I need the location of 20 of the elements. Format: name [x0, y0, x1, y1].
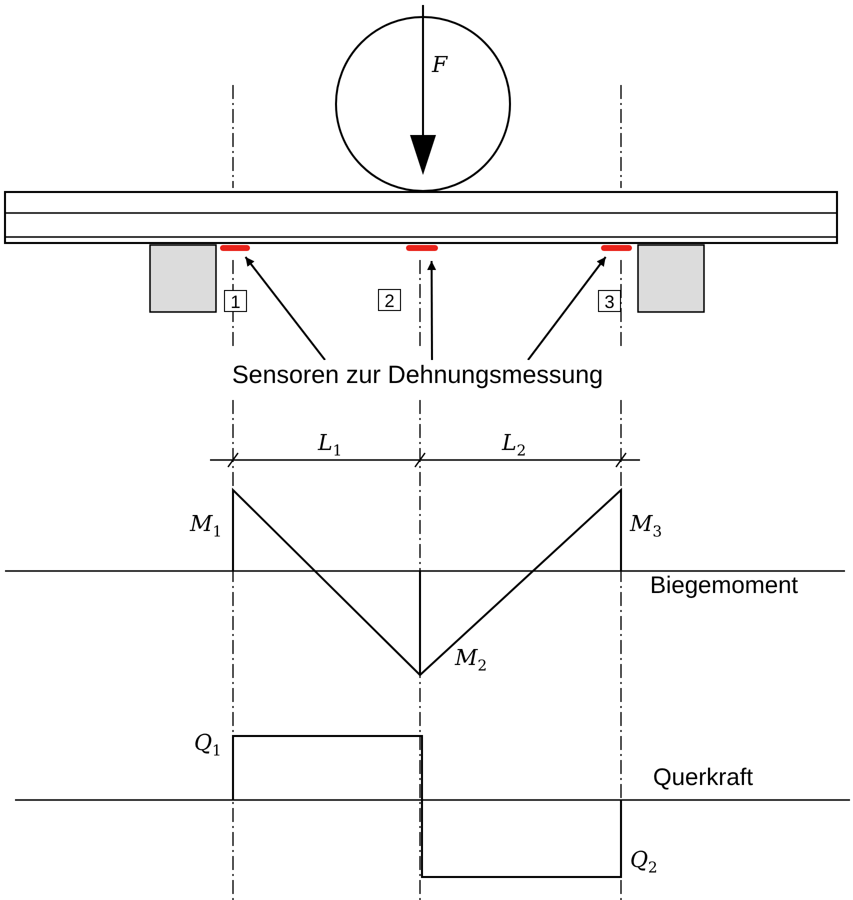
- callout-text: Sensoren zur Dehnungsmessung: [232, 360, 604, 390]
- leader-arrow: [244, 256, 326, 361]
- force-label: F: [432, 55, 448, 77]
- moment-label: M$_{3}$: [630, 514, 662, 540]
- moment-label: M$_{2}$: [455, 648, 488, 674]
- diagram-label: Biegemoment: [650, 574, 798, 598]
- leader-arrow: [527, 256, 606, 361]
- leader-arrow: [427, 261, 436, 360]
- dimension-label: L$_{1}$: [318, 433, 342, 458]
- diagram-label: Querkraft: [653, 766, 754, 790]
- strain-sensor: [406, 245, 438, 251]
- shear-label: Q$_{2}$: [630, 850, 658, 876]
- dimension-label: L$_{2}$: [502, 433, 526, 458]
- callout-number: 3: [598, 290, 621, 312]
- moment-label: M$_{1}$: [190, 514, 222, 540]
- strain-sensor: [220, 245, 250, 251]
- shear-label: Q$_{1}$: [194, 733, 222, 758]
- callout-number: 1: [224, 290, 247, 312]
- strain-sensor: [601, 245, 632, 251]
- callout-number: 2: [378, 289, 401, 311]
